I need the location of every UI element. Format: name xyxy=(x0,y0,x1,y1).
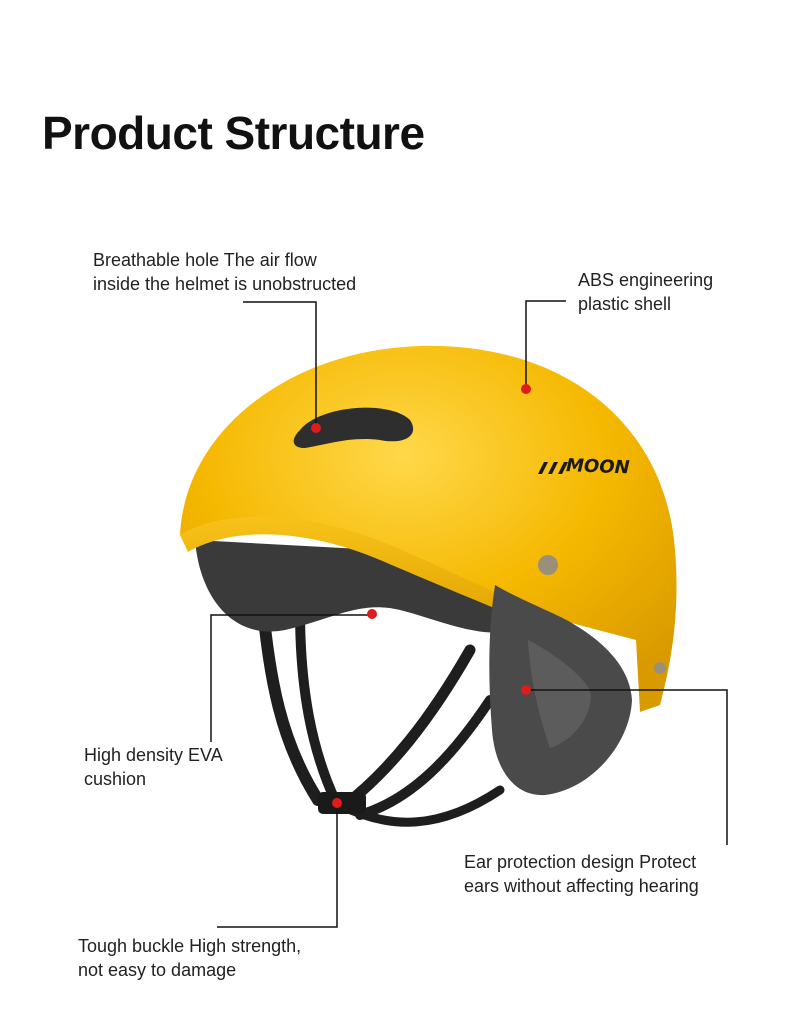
helmet-rim xyxy=(180,516,560,632)
rivet-front xyxy=(538,555,558,575)
marker-shell xyxy=(521,384,531,394)
page-title: Product Structure xyxy=(42,107,425,159)
callout-ear-line1: Ear protection design Protect xyxy=(464,852,697,872)
callout-eva-line1: High density EVA xyxy=(84,745,223,765)
vent-hole xyxy=(293,407,414,448)
brand-logo-mark-icon xyxy=(538,462,568,474)
marker-buckle xyxy=(332,798,342,808)
callout-line-ear xyxy=(526,689,728,845)
callout-vent-line2: inside the helmet is unobstructed xyxy=(93,274,357,294)
callout-shell-line1: ABS engineering xyxy=(578,270,714,290)
callout-markers xyxy=(311,384,531,808)
rivet-rear xyxy=(654,662,666,674)
callout-ear-line2: ears without affecting hearing xyxy=(464,876,699,896)
brand-logo: MOON xyxy=(566,455,630,478)
callout-shell-line2: plastic shell xyxy=(578,294,672,314)
marker-ear xyxy=(521,685,531,695)
callout-eva: High density EVA cushion xyxy=(84,743,223,791)
callout-vent-line1: Breathable hole The air flow xyxy=(93,250,317,270)
marker-vent xyxy=(311,423,321,433)
callout-lines xyxy=(210,300,728,928)
callout-buckle: Tough buckle High strength, not easy to … xyxy=(78,934,301,982)
callout-buckle-line1: Tough buckle High strength, xyxy=(78,936,302,956)
callout-buckle-line2: not easy to damage xyxy=(78,960,237,980)
chin-straps xyxy=(256,594,505,827)
callout-ear: Ear protection design Protect ears witho… xyxy=(464,850,699,898)
callout-line-shell xyxy=(525,300,566,388)
callout-eva-line2: cushion xyxy=(84,769,147,789)
marker-eva xyxy=(367,609,377,619)
callout-line-buckle xyxy=(217,803,338,928)
callout-line-vent xyxy=(243,301,317,428)
callout-line-eva xyxy=(210,614,370,742)
callout-shell: ABS engineering plastic shell xyxy=(578,268,713,316)
callout-vent: Breathable hole The air flow inside the … xyxy=(93,248,356,296)
